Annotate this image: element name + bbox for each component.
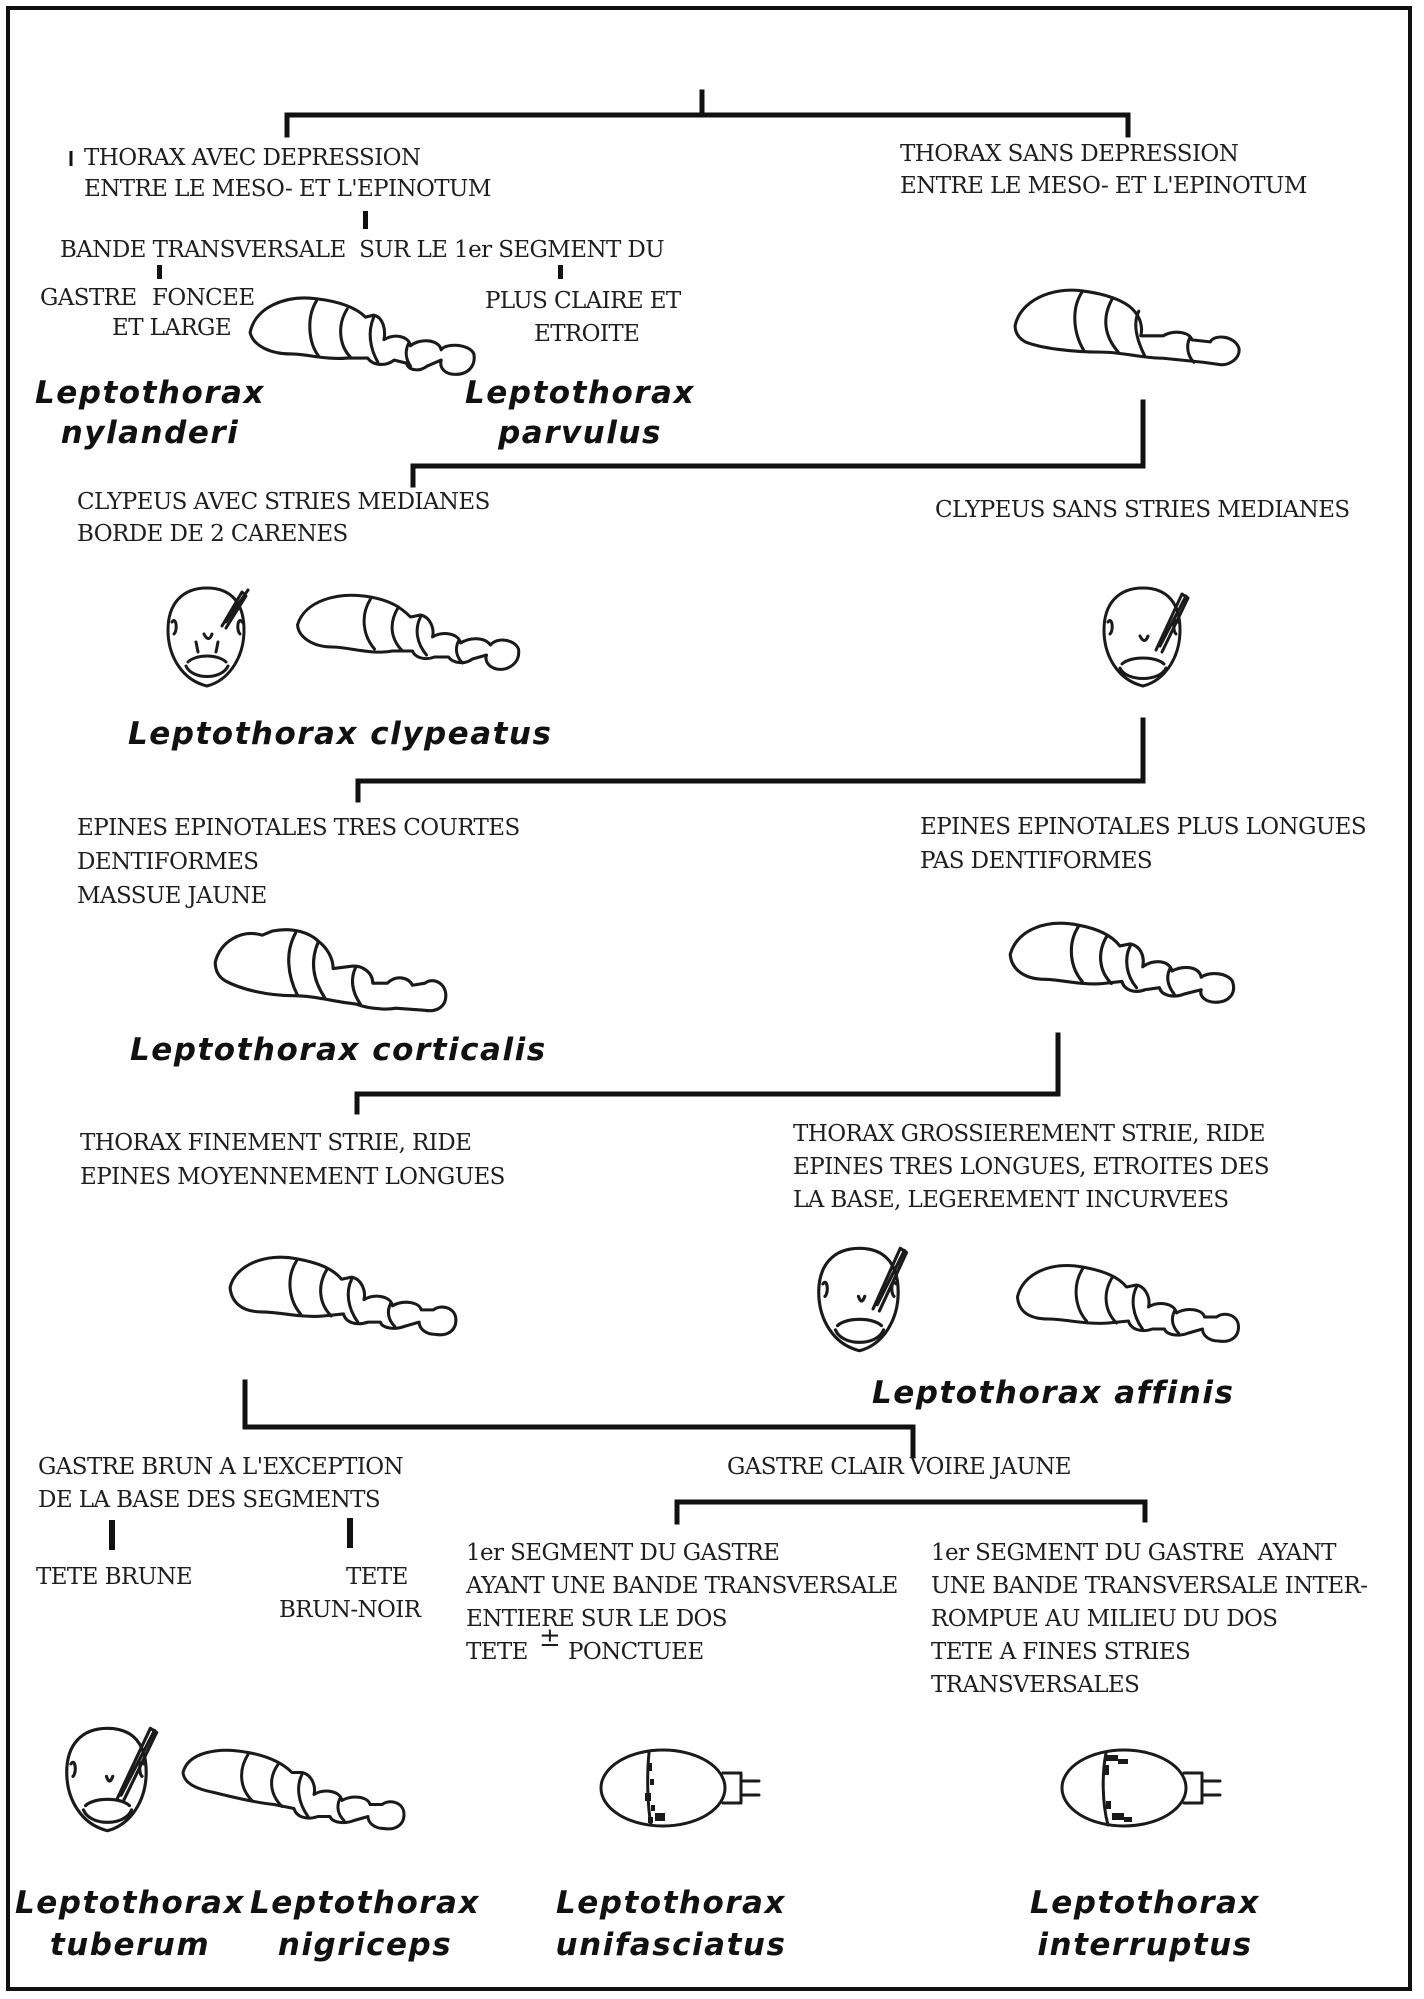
couplet5-right-a-line4: TETE [466,1639,535,1665]
ant-body-figure-c4-left [228,1255,458,1337]
species-tuberum-genus: Leptothorax [15,1885,245,1921]
ant-body-figure-c3-right [1008,921,1236,1004]
couplet3-left-line2: DENTIFORMES [77,849,259,875]
ant-body-figure-affinis [1016,1264,1240,1343]
gaster-figure-interruptus [1060,1748,1222,1828]
couplet1-sub-left-tick [157,265,162,279]
couplet1-sub-gastre: GASTRE [40,285,137,311]
species-corticalis: Leptothorax corticalis [130,1032,547,1068]
couplet1-sub-right-2: ETROITE [534,321,640,347]
species-clypeatus: Leptothorax clypeatus [128,716,553,752]
species-unifasciatus-epithet: unifasciatus [555,1927,787,1963]
couplet5-left-line1: GASTRE BRUN A L'EXCEPTION [38,1454,404,1480]
couplet3-right-line2: PAS DENTIFORMES [920,848,1153,874]
couplet1-left-line1: THORAX AVEC DEPRESSION [84,145,421,171]
couplet4-right-line1: THORAX GROSSIEREMENT STRIE, RIDE [793,1121,1266,1147]
gaster-figure-unifasciatus [599,1748,761,1828]
couplet4-right-line2: EPINES TRES LONGUES, ETROITES DES [793,1154,1270,1180]
couplet5-right-a-line2: AYANT UNE BANDE TRANSVERSALE [466,1573,898,1599]
couplet5-right-a-line3: ENTIERE SUR LE DOS [466,1606,728,1632]
species-parvulus-epithet: parvulus [498,415,662,451]
couplet5-right-title: GASTRE CLAIR VOIRE JAUNE [727,1454,1072,1480]
species-unifasciatus-genus: Leptothorax [556,1885,786,1921]
ant-body-figure-nigriceps [181,1748,406,1831]
couplet5-tete-brun-noir-1: TETE [346,1564,408,1590]
couplet1-left-line2: ENTRE LE MESO- ET L'EPINOTUM [84,176,491,202]
couplet1-right-line1: THORAX SANS DEPRESSION [900,141,1239,167]
couplet5-right-b-line5: TRANSVERSALES [931,1672,1140,1698]
page-frame [6,6,1412,1991]
couplet1-sub-right-tick [558,265,563,279]
ant-head-figure-c2-right [1102,586,1190,688]
couplet3-left-line1: EPINES EPINOTALES TRES COURTES [77,815,520,841]
couplet5-tete-brun-noir-2: BRUN-NOIR [279,1597,421,1623]
couplet5-left-a-tick [109,1520,115,1550]
ant-head-figure-affinis [817,1246,909,1353]
species-tuberum-epithet: tuberum [49,1927,211,1963]
couplet5-right-b-line4: TETE A FINES STRIES [931,1639,1191,1665]
species-interruptus-epithet: interruptus [1037,1927,1253,1963]
couplet5-right-b-line1: 1er SEGMENT DU GASTRE AYANT [931,1540,1336,1566]
couplet5-left-b-tick [347,1518,353,1548]
couplet1-right-line2: ENTRE LE MESO- ET L'EPINOTUM [900,173,1307,199]
couplet4-left-line1: THORAX FINEMENT STRIE, RIDE [80,1130,472,1156]
couplet5-right-b-line2: UNE BANDE TRANSVERSALE INTER- [931,1573,1368,1599]
species-interruptus-genus: Leptothorax [1030,1885,1260,1921]
couplet5-right-a-line5: PONCTUEE [568,1639,704,1665]
couplet1-sub-tick [363,211,368,229]
couplet2-left-line1: CLYPEUS AVEC STRIES MEDIANES [77,489,490,515]
ant-body-figure-corticalis [213,928,448,1013]
couplet1-sub-left-2: ET LARGE [112,315,232,341]
ant-body-figure-c1-right [1013,288,1241,367]
couplet5-tete-brune: TETE BRUNE [36,1564,193,1590]
couplet2-left-line2: BORDE DE 2 CARENES [77,521,348,547]
ant-body-figure-nylanderi [248,296,476,376]
couplet5-left-line2: DE LA BASE DES SEGMENTS [38,1487,381,1513]
couplet1-sub-line: BANDE TRANSVERSALE SUR LE 1er SEGMENT DU [60,237,665,263]
couplet3-left-line3: MASSUE JAUNE [77,883,267,909]
couplet2-right-line1: CLYPEUS SANS STRIES MEDIANES [935,497,1350,523]
couplet3-right-line1: EPINES EPINOTALES PLUS LONGUES [920,814,1367,840]
couplet4-left-line2: EPINES MOYENNEMENT LONGUES [80,1164,505,1190]
couplet1-sub-left-1: FONCEE [152,285,255,311]
species-parvulus-genus: Leptothorax [465,375,695,411]
species-nylanderi-genus: Leptothorax [35,375,265,411]
species-nylanderi-epithet: nylanderi [60,415,240,451]
ant-head-figure-clypeatus [166,586,250,688]
species-affinis: Leptothorax affinis [872,1375,1235,1411]
couplet5-plusminus: ± [539,1623,561,1653]
species-nigriceps-epithet: nigriceps [277,1927,453,1963]
ant-head-figure-tuberum [65,1726,159,1833]
couplet5-right-b-line3: ROMPUE AU MILIEU DU DOS [931,1606,1278,1632]
couplet1-sub-right-1: PLUS CLAIRE ET [485,288,681,314]
ant-body-figure-clypeatus [296,593,521,671]
couplet4-right-line3: LA BASE, LEGEREMENT INCURVEES [793,1187,1229,1213]
species-nigriceps-genus: Leptothorax [250,1885,480,1921]
couplet5-right-a-line1: 1er SEGMENT DU GASTRE [466,1540,780,1566]
